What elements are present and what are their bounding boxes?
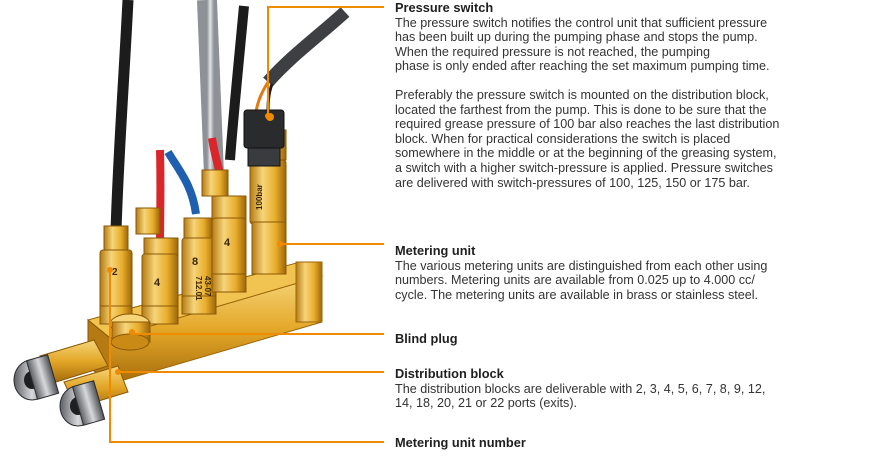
pressure-switch-annotation: Pressure switch The pressure switch noti… [395,1,875,190]
pressure-switch-title: Pressure switch [395,1,875,16]
stamp-line2: 43-07 [203,276,212,297]
distribution-block-annotation: Distribution block The distribution bloc… [395,367,875,411]
text-line: a switch with a higher switch-pressure i… [395,161,875,176]
switch-wire-a [256,82,268,112]
text-line: 14, 18, 20, 21 or 22 ports (exits). [395,396,875,411]
text-line: numbers. Metering units are available fr… [395,273,875,288]
metering-unit-number-title: Metering unit number [395,436,875,451]
distribution-block-title: Distribution block [395,367,875,382]
text-line: When the required pressure is not reache… [395,45,875,60]
text-line: Preferably the pressure switch is mounte… [395,88,875,103]
text-line: somewhere in the middle or at the beginn… [395,146,875,161]
text-line: The various metering units are distingui… [395,259,875,274]
text-line: The distribution blocks are deliverable … [395,382,875,397]
text-line: required grease pressure of 100 bar also… [395,117,875,132]
black-hose-far [230,6,244,160]
blind-plug-title: Blind plug [395,332,875,347]
text-line: cycle. The metering units are available … [395,288,875,303]
text-line: located the farthest from the pump. This… [395,103,875,118]
pressure-switch-paragraph-2: Preferably the pressure switch is mounte… [395,88,875,190]
metering-unit-paragraph: The various metering units are distingui… [395,259,875,303]
switch-pressure-stamp: 100bar [255,184,264,210]
black-hose [116,0,128,232]
unit-tag-3: 8 [192,256,198,268]
pressure-switch-paragraph-1: The pressure switch notifies the control… [395,16,875,74]
metering-unit-title: Metering unit [395,244,875,259]
text-line: block. When for practical considerations… [395,132,875,147]
distribution-block-paragraph: The distribution blocks are deliverable … [395,382,875,411]
stamp-line1: 712.01 [194,276,203,301]
unit-tag-4: 4 [224,237,231,249]
text-line: has been built up during the pumping pha… [395,30,875,45]
blind-plug-annotation: Blind plug [395,332,875,347]
unit-tag-1: 2 [112,267,118,278]
unit-tag-2: 4 [154,277,161,289]
text-line: are delivered with switch-pressures of 1… [395,176,875,191]
text-line: The pressure switch notifies the control… [395,16,875,31]
blue-hose [168,152,196,214]
text-line: phase is only ended after reaching the s… [395,59,875,74]
metering-unit-number-annotation: Metering unit number [395,436,875,451]
pressure-switch-connector [244,110,284,166]
metering-unit-annotation: Metering unit The various metering units… [395,244,875,302]
switch-cable [268,12,345,82]
